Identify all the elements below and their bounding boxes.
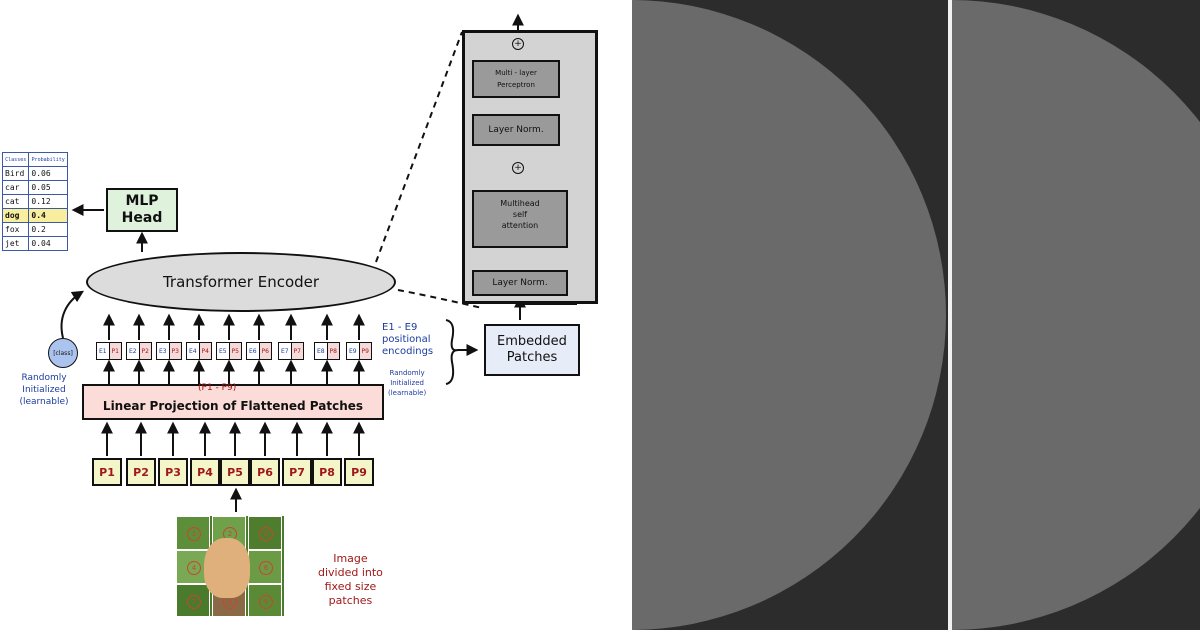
patch-number-badge: 6 xyxy=(259,561,273,575)
class-probability-cell: 0.04 xyxy=(28,236,68,251)
image-patch-cell: 9 xyxy=(248,584,282,616)
class-name-cell: car xyxy=(1,180,30,195)
layer-norm-top: Layer Norm. xyxy=(472,114,560,146)
class-name-cell: cat xyxy=(1,194,30,209)
add-node-top: + xyxy=(512,38,524,50)
image-patch-cell: 7 xyxy=(176,584,210,616)
patch-number-badge: 3 xyxy=(259,527,273,541)
connector-path xyxy=(445,319,459,385)
patch-embedding-label: P7 xyxy=(291,343,303,359)
class-name-cell: fox xyxy=(1,222,30,237)
mlp-head-box: MLP Head xyxy=(106,188,178,232)
image-divided-note: Image divided into fixed size patches xyxy=(318,552,383,607)
connector-path xyxy=(60,290,85,339)
half-disc-shape xyxy=(952,0,1200,630)
class-name-cell: Bird xyxy=(1,166,30,181)
patch-embedding-label: P4 xyxy=(199,343,211,359)
class-probability-cell: 0.06 xyxy=(28,166,68,181)
mlp-block: Multi - layer Perceptron xyxy=(472,60,560,98)
class-name-cell: jet xyxy=(1,236,30,251)
positional-encodings-note: E1 - E9 positional encodings xyxy=(382,322,434,357)
patch-embedding-label: P9 xyxy=(359,343,371,359)
positional-encoding-label: E5 xyxy=(217,343,230,359)
patch-embedding-label: P5 xyxy=(229,343,241,359)
class-token-circle: [class] xyxy=(48,338,78,368)
layer-norm-bottom: Layer Norm. xyxy=(472,270,568,296)
add-node-bottom: + xyxy=(512,162,524,174)
positional-encoding-label: E3 xyxy=(157,343,170,359)
image-patch: P8 xyxy=(312,458,342,486)
image-patch: P7 xyxy=(282,458,312,486)
positional-encoding-label: E1 xyxy=(97,343,110,359)
embedded-patches-box: Embedded Patches xyxy=(484,324,580,376)
class-probability-cell: 0.12 xyxy=(28,194,68,209)
image-patch-cell: 6 xyxy=(248,550,282,584)
dog-illustration xyxy=(204,538,250,598)
patch-number-badge: 1 xyxy=(187,527,201,541)
image-patch: P3 xyxy=(158,458,188,486)
class-token-note: Randomly Initialized (learnable) xyxy=(19,373,69,407)
image-patch: P5 xyxy=(220,458,250,486)
class-name-cell: dog xyxy=(1,208,30,223)
patch-range-label: (P1 - P9) xyxy=(198,383,237,393)
patch-number-badge: 9 xyxy=(259,595,273,609)
connector-path xyxy=(397,289,483,309)
class-probability-cell: 0.05 xyxy=(28,180,68,195)
table-header-probability: Probability xyxy=(28,152,68,167)
patched-dog-image: 123456789 xyxy=(176,516,284,616)
positional-encoding-label: E4 xyxy=(187,343,200,359)
half-disc-shape xyxy=(632,0,946,630)
patch-embedding-label: P8 xyxy=(327,343,339,359)
positional-random-note: Randomly Initialized (learnable) xyxy=(388,369,427,397)
positional-encoding-label: E6 xyxy=(247,343,260,359)
positional-encoding-label: E8 xyxy=(315,343,328,359)
patch-number-badge: 7 xyxy=(187,595,201,609)
class-probability-cell: 0.4 xyxy=(28,208,68,223)
preview-panel-right xyxy=(952,0,1200,630)
image-patch: P4 xyxy=(190,458,220,486)
image-patch: P1 xyxy=(92,458,122,486)
patch-embedding-label: P6 xyxy=(259,343,271,359)
multihead-attention-block: Multihead self attention xyxy=(472,190,568,248)
preview-panel-left xyxy=(632,0,948,630)
patch-embedding-label: P1 xyxy=(109,343,121,359)
image-patch-cell: 3 xyxy=(248,516,282,550)
image-patch: P9 xyxy=(344,458,374,486)
image-patch: P6 xyxy=(250,458,280,486)
positional-encoding-label: E2 xyxy=(127,343,140,359)
positional-encoding-label: E7 xyxy=(279,343,292,359)
image-patch: P2 xyxy=(126,458,156,486)
connector-path xyxy=(375,31,463,263)
image-patch-cell: 1 xyxy=(176,516,210,550)
class-probability-cell: 0.2 xyxy=(28,222,68,237)
patch-number-badge: 4 xyxy=(187,561,201,575)
panel-divider xyxy=(948,0,952,630)
patch-embedding-label: P2 xyxy=(139,343,151,359)
positional-encoding-label: E9 xyxy=(347,343,360,359)
table-header-classes: Classes xyxy=(1,152,30,167)
patch-embedding-label: P3 xyxy=(169,343,181,359)
linear-projection-box: Linear Projection of Flattened Patches xyxy=(82,384,384,420)
transformer-encoder-ellipse: Transformer Encoder xyxy=(86,252,396,312)
